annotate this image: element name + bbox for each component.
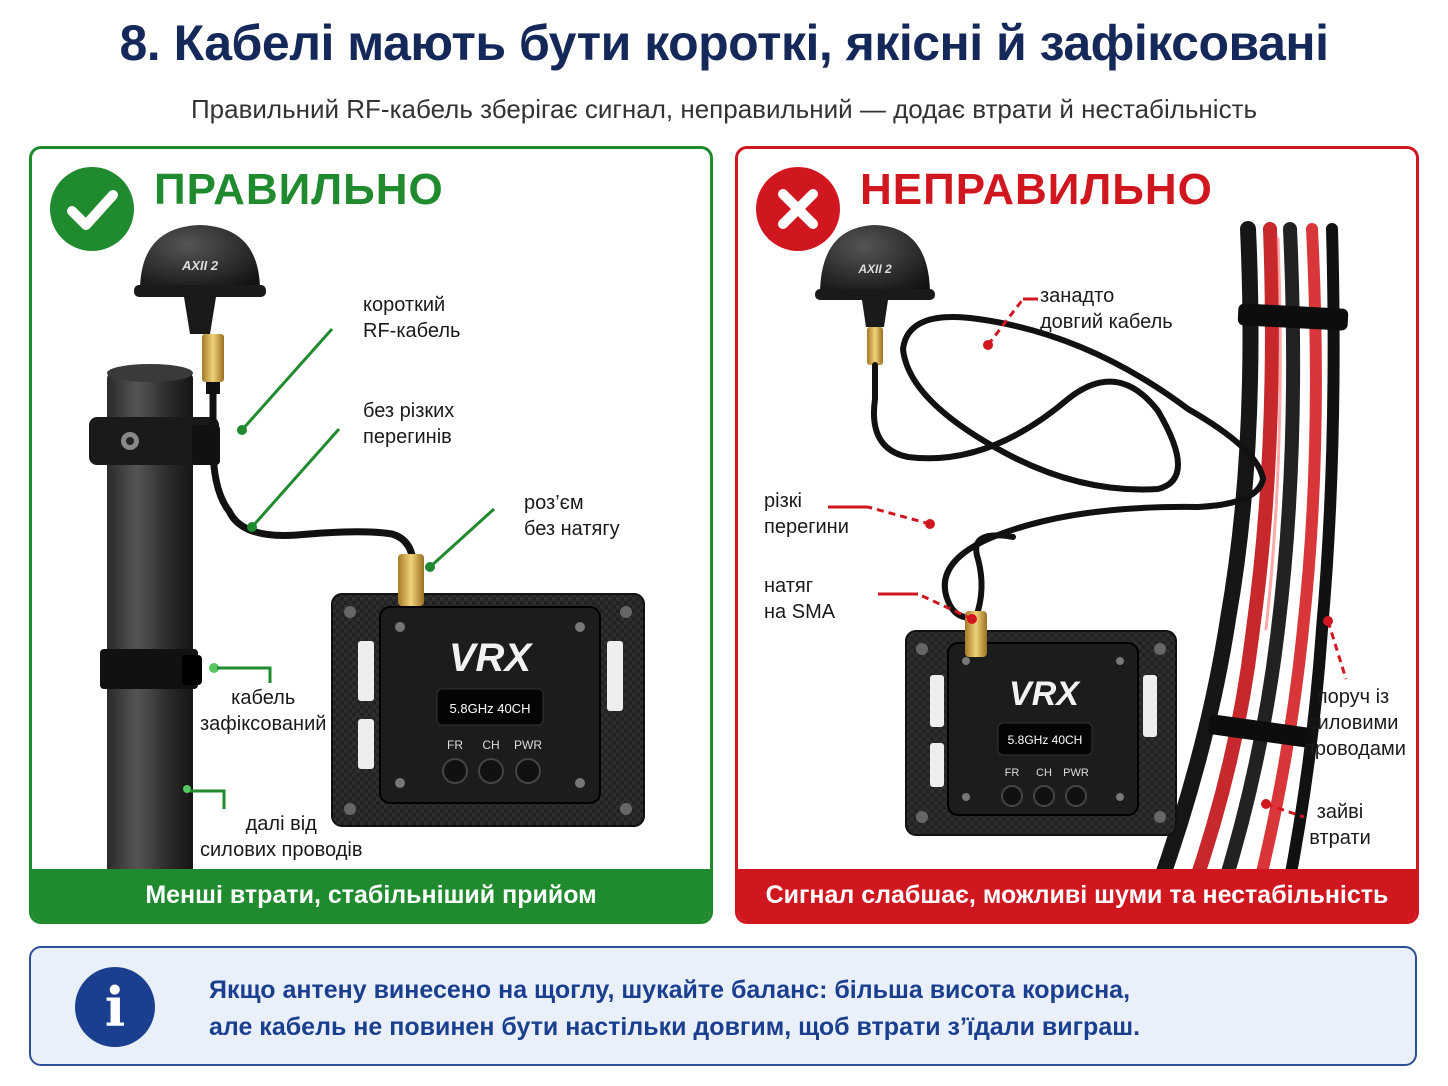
button-label-fr: FR	[447, 738, 463, 752]
long-rf-cable	[871, 314, 1266, 621]
leader-too-long	[986, 298, 1025, 346]
leader-no-bends	[250, 428, 341, 528]
leader-away	[190, 789, 226, 809]
correct-heading: ПРАВИЛЬНО	[154, 165, 444, 214]
info-line-2: але кабель не повинен бути настільки дов…	[209, 1013, 1141, 1041]
label-extra-losses: зайві втрати	[1309, 801, 1371, 849]
info-line-1: Якщо антену винесено на щоглу, шукайте б…	[209, 976, 1131, 1004]
antenna-axii2: AXII 2	[815, 225, 935, 365]
leader-sma-strain	[917, 592, 973, 621]
vrx-receiver: VRX 5.8GHz 40CH FR CH PWR	[905, 611, 1177, 836]
correct-footer: Менші втрати, стабільніший прийом	[32, 869, 710, 921]
label-no-bends: без різких перегинів	[363, 400, 455, 448]
page-subtitle: Правильний RF-кабель зберігає сигнал, не…	[190, 94, 1258, 124]
power-wires	[1150, 221, 1340, 897]
button-label-pwr: PWR	[1063, 767, 1089, 779]
carbon-mast	[107, 371, 193, 876]
zip-tie-bottom	[1207, 714, 1313, 748]
incorrect-illustration: AXII 2 VRX 5.8GHz 40CH FR CH PWR	[815, 221, 1349, 897]
antenna-brand: AXII 2	[857, 262, 892, 276]
leader-short-cable	[240, 328, 334, 431]
incorrect-heading: НЕПРАВИЛЬНО	[860, 165, 1213, 214]
button-label-fr: FR	[1005, 767, 1020, 779]
incorrect-panel: AXII 2 VRX 5.8GHz 40CH FR CH PWR	[735, 146, 1419, 924]
label-sma-strain: натяг на SMA	[764, 575, 836, 623]
label-sharp-bends: різкі перегини	[764, 490, 849, 538]
device-screen: 5.8GHz 40CH	[1008, 733, 1083, 747]
short-rf-cable	[209, 389, 417, 579]
label-away-from-power: далі від силових проводів	[200, 813, 363, 861]
button-label-pwr: PWR	[514, 738, 542, 752]
leader-sharp-bends	[867, 505, 931, 526]
label-no-strain: роз’єм без натягу	[524, 492, 620, 540]
label-cable-fixed: кабель зафіксований	[200, 687, 327, 735]
check-icon	[50, 167, 134, 251]
antenna-brand: AXII 2	[181, 258, 219, 273]
leader-no-strain	[428, 507, 496, 569]
leader-fixed	[217, 666, 272, 683]
mast-clamp	[89, 417, 219, 465]
antenna-axii2: AXII 2	[134, 225, 266, 394]
info-box: i Якщо антену винесено на щоглу, шукайте…	[29, 946, 1417, 1066]
correct-illustration: AXII 2 VRX 5.8GHz 40CH FR CH PWR	[89, 225, 645, 876]
device-name: VRX	[1009, 675, 1081, 713]
incorrect-footer: Сигнал слабшає, можливі шуми та нестабіл…	[738, 869, 1416, 921]
correct-panel: AXII 2 VRX 5.8GHz 40CH FR CH PWR	[29, 146, 713, 924]
leader-extra-losses	[1265, 802, 1305, 819]
button-label-ch: CH	[1036, 767, 1052, 779]
device-name: VRX	[449, 636, 534, 680]
vrx-receiver: VRX 5.8GHz 40CH FR CH PWR	[331, 554, 645, 827]
label-near-power-wires: поруч із силовими проводами	[1304, 686, 1406, 760]
cross-icon	[756, 167, 840, 251]
label-too-long-cable: занадто довгий кабель	[1040, 285, 1173, 333]
device-screen: 5.8GHz 40CH	[450, 701, 531, 716]
button-label-ch: CH	[482, 738, 499, 752]
info-icon: i	[75, 967, 155, 1047]
leader-near-power	[1326, 620, 1348, 680]
info-text: Якщо антену винесено на щоглу, шукайте б…	[209, 972, 1140, 1046]
zip-tie-top	[1237, 303, 1349, 331]
velcro-strap	[100, 649, 198, 689]
label-short-cable: короткий RF-кабель	[363, 294, 461, 342]
page-title: 8. Кабелі мають бути короткі, якісні й з…	[119, 15, 1329, 71]
